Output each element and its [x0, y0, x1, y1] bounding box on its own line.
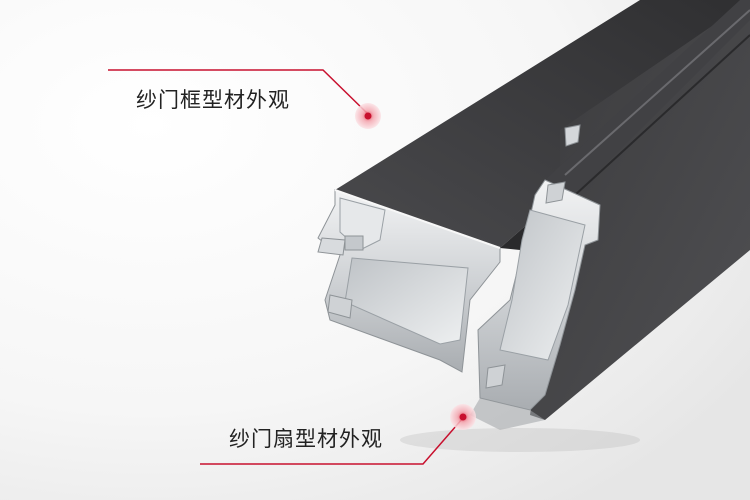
callout-sash-leader	[200, 417, 464, 465]
sash-profile	[470, 0, 750, 430]
callout-frame	[108, 69, 381, 129]
callout-frame-leader	[108, 69, 369, 115]
callout-sash	[200, 404, 476, 465]
callout-frame-label: 纱门框型材外观	[136, 88, 290, 112]
callout-sash-label: 纱门扇型材外观	[229, 427, 383, 451]
floor-shadow	[400, 428, 640, 452]
